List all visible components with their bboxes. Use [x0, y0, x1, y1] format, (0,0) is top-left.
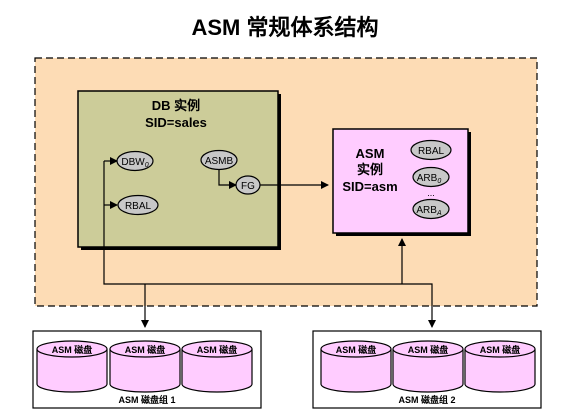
svg-text:ASMB: ASMB [205, 156, 234, 167]
process-arba: ARBA [412, 198, 450, 220]
process-fg: FG [235, 175, 261, 195]
db-instance-box [77, 90, 279, 248]
disk-label: ASM 磁盘 [52, 344, 93, 355]
asm-instance-title: ASM [356, 146, 385, 161]
connector-asmb-to-fg [218, 168, 237, 189]
svg-text:RBAL: RBAL [418, 146, 445, 157]
process-asmb: ASMB [200, 149, 238, 171]
disk-label: ASM 磁盘 [408, 344, 449, 355]
db-instance-title: DB 实例 [152, 98, 200, 113]
asm-instance-sid: SID=asm [342, 179, 397, 194]
asm-instance-label: 实例 [357, 162, 383, 177]
disk-group-1-label: ASM 磁盘组 1 [118, 394, 175, 405]
svg-text:ARB0: ARB0 [417, 173, 442, 185]
disk-label: ASM 磁盘 [125, 344, 166, 355]
disk: ASM 磁盘 [36, 340, 108, 393]
disk: ASM 磁盘 [109, 340, 181, 393]
disk: ASM 磁盘 [392, 340, 464, 393]
svg-text:ARBA: ARBA [416, 205, 442, 217]
process-arb0: ARB0 [412, 166, 450, 188]
connector-db-to-diskgroup-2 [103, 161, 436, 328]
process-rbal-asm: RBAL [410, 139, 452, 161]
disk-group-1: ASM 磁盘 ASM 磁盘 ASM 磁盘 ASM 磁盘组 1 [32, 330, 262, 409]
disk-label: ASM 磁盘 [197, 344, 238, 355]
disk-group-2: ASM 磁盘 ASM 磁盘 ASM 磁盘 ASM 磁盘组 2 [312, 330, 542, 409]
diagram-title: ASM 常规体系结构 [191, 15, 378, 40]
db-instance-sid: SID=sales [145, 115, 207, 130]
disk: ASM 磁盘 [181, 340, 253, 393]
svg-text:RBAL: RBAL [125, 201, 152, 212]
process-dbw0: DBW0 [116, 150, 154, 172]
svg-text:FG: FG [241, 181, 255, 192]
disk: ASM 磁盘 [464, 340, 536, 393]
disk-label: ASM 磁盘 [336, 344, 377, 355]
process-ellipsis: ... [427, 188, 435, 198]
disk-group-2-label: ASM 磁盘组 2 [398, 394, 455, 405]
process-rbal-db: RBAL [117, 194, 159, 216]
disk: ASM 磁盘 [320, 340, 392, 393]
connector-lines [103, 157, 436, 328]
svg-text:DBW0: DBW0 [121, 157, 148, 169]
disk-label: ASM 磁盘 [480, 344, 521, 355]
